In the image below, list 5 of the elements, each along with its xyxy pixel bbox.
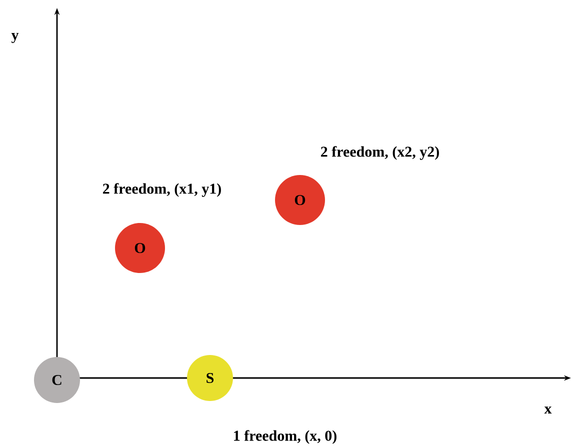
node-caption: 1 freedom, (x, 0) [234,430,336,444]
axis-label: y [11,32,19,44]
node-caption: 2 freedom, (x2, y2) [321,146,439,160]
node-caption: 2 freedom, (x1, y1) [103,183,221,197]
axis-label: x [544,406,552,414]
